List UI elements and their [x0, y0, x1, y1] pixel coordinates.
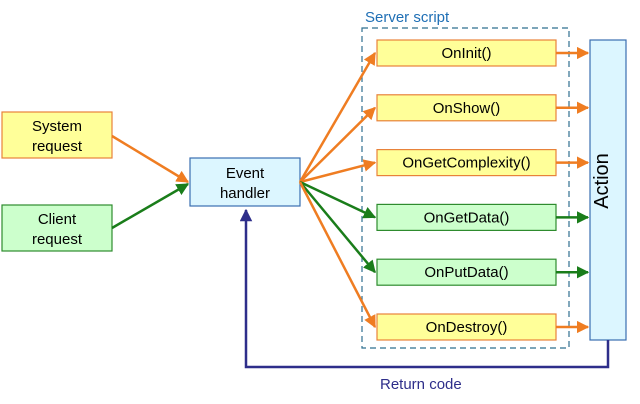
- method-box: OnPutData(): [376, 258, 557, 286]
- client-to-handler-arrow: [111, 182, 190, 230]
- handler-to-method-arrow: [299, 106, 376, 183]
- server-script-label: Server script: [365, 9, 450, 26]
- event-handler-line-1: Event: [226, 165, 265, 182]
- client-request-box: Client request: [1, 204, 113, 252]
- method-box: OnGetComplexity(): [376, 149, 557, 177]
- method-label: OnGetData(): [424, 209, 510, 226]
- event-handler-box: Event handler: [189, 157, 301, 207]
- handler-to-method-arrow: [299, 159, 377, 184]
- system-request-line-1: System: [32, 118, 82, 135]
- method-boxes: OnInit() OnShow() OnGetComplexity() OnGetDa…: [298, 39, 590, 341]
- event-handler-line-2: handler: [220, 185, 270, 202]
- method-label: OnInit(): [441, 45, 491, 62]
- method-box: OnShow(): [376, 94, 557, 122]
- method-label: OnShow(): [433, 100, 501, 117]
- handler-to-method-arrow: [298, 181, 377, 329]
- system-request-line-2: request: [32, 138, 83, 155]
- action-box: Action: [589, 39, 627, 341]
- system-to-handler-arrow: [111, 134, 190, 184]
- system-request-box: System request: [1, 111, 113, 159]
- return-code-label: Return code: [380, 376, 462, 393]
- action-label: Action: [591, 153, 613, 209]
- handler-to-method-arrow: [299, 181, 376, 274]
- return-code-arrow: [239, 208, 610, 369]
- method-label: OnDestroy(): [426, 319, 508, 336]
- handler-to-method-arrow: [298, 51, 377, 183]
- method-label: OnPutData(): [424, 264, 508, 281]
- method-box: OnInit(): [376, 39, 557, 67]
- method-box: OnDestroy(): [376, 313, 557, 341]
- handler-to-method-arrow: [299, 180, 377, 219]
- method-box: OnGetData(): [376, 203, 557, 231]
- server-script-region: [361, 27, 570, 349]
- client-request-line-2: request: [32, 231, 83, 248]
- method-label: OnGetComplexity(): [402, 155, 530, 172]
- client-request-line-1: Client: [38, 211, 77, 228]
